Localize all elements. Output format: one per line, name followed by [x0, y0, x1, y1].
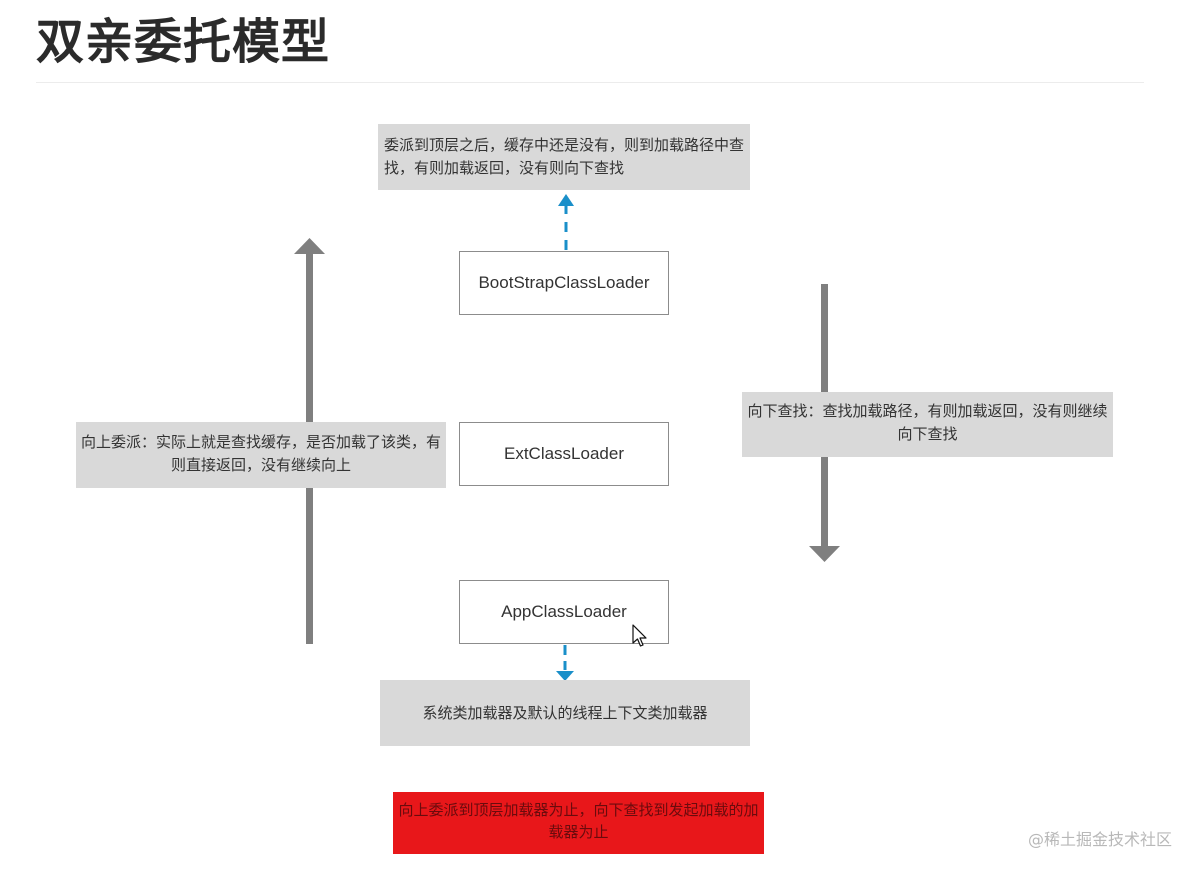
downward-search-note: 向下查找：查找加载路径，有则加载返回，没有则继续向下查找 — [742, 392, 1113, 457]
arrow-down-icon — [556, 645, 574, 681]
summary-highlight: 向上委派到顶层加载器为止，向下查找到发起加载的加载器为止 — [393, 792, 764, 854]
top-search-note: 委派到顶层之后，缓存中还是没有，则到加载路径中查找，有则加载返回，没有则向下查找 — [378, 124, 750, 190]
bootstrap-classloader-label: BootStrapClassLoader — [478, 273, 650, 292]
page-title: 双亲委托模型 — [36, 14, 331, 70]
watermark: @稀土掘金技术社区 — [1027, 830, 1172, 849]
system-classloader-note-text: 系统类加载器及默认的线程上下文类加载器 — [422, 703, 708, 722]
ext-classloader-label: ExtClassLoader — [503, 444, 624, 463]
ext-classloader-box: ExtClassLoader — [459, 422, 669, 486]
bootstrap-classloader-box: BootStrapClassLoader — [459, 251, 669, 315]
mouse-cursor-icon — [632, 624, 647, 647]
title-divider — [36, 82, 1144, 83]
app-classloader-label: AppClassLoader — [501, 602, 627, 621]
system-classloader-note: 系统类加载器及默认的线程上下文类加载器 — [380, 680, 750, 746]
arrow-up-icon — [558, 194, 574, 250]
upward-delegation-note: 向上委派：实际上就是查找缓存，是否加载了该类，有则直接返回，没有继续向上 — [76, 422, 446, 488]
